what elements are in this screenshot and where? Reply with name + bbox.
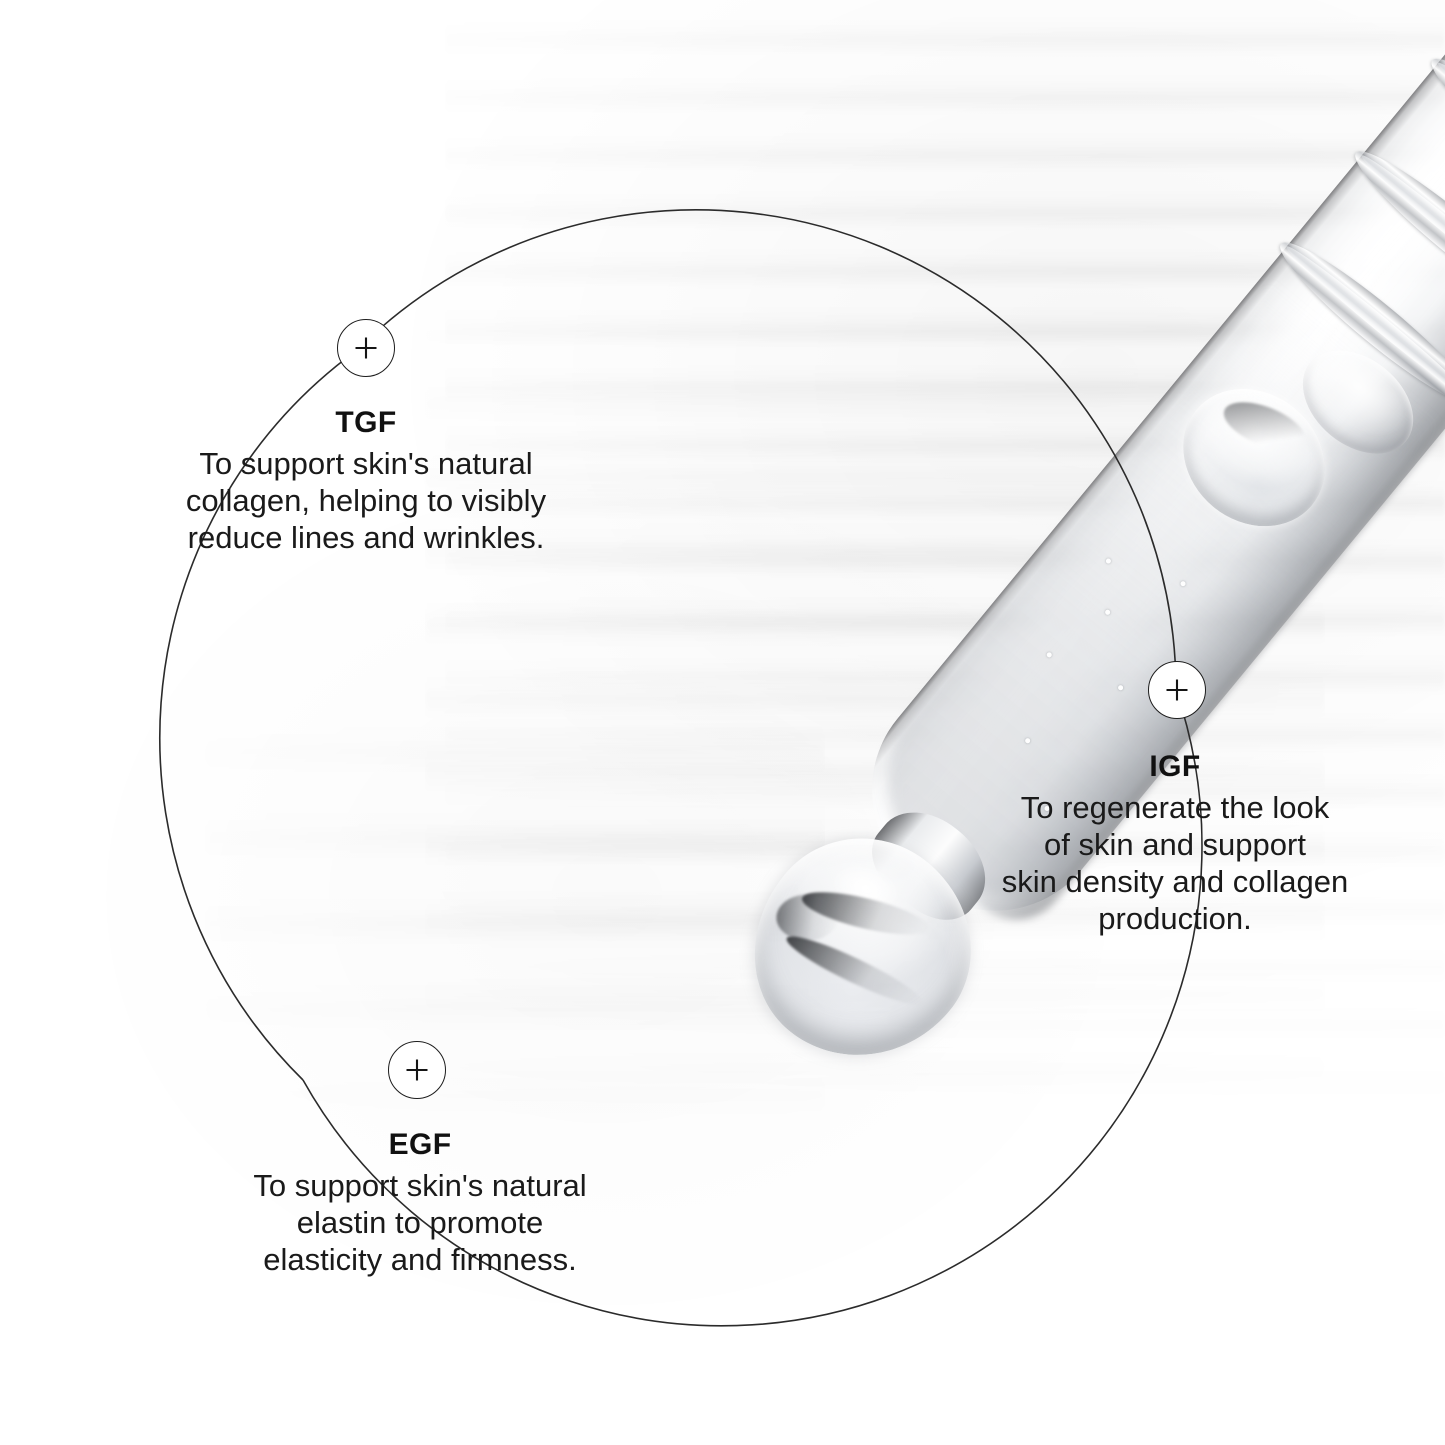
plus-icon <box>406 1059 428 1081</box>
plus-icon <box>1166 679 1188 701</box>
callout-text-igf: IGF To regenerate the look of skin and s… <box>960 750 1390 937</box>
droplet-refraction-band <box>798 883 932 944</box>
micro-bubble <box>1045 651 1053 659</box>
callout-text-egf: EGF To support skin's natural elastin to… <box>200 1128 640 1278</box>
micro-bubble <box>1117 684 1125 692</box>
callout-body-igf: To regenerate the look of skin and suppo… <box>1001 790 1349 936</box>
callout-text-tgf: TGF To support skin's natural collagen, … <box>146 406 586 556</box>
callout-body-egf: To support skin's natural elastin to pro… <box>253 1168 587 1277</box>
droplet-refraction-band <box>781 927 928 1014</box>
micro-bubble <box>1179 580 1187 588</box>
blur-streaks-lower-center <box>205 700 825 1120</box>
callout-badge-tgf[interactable] <box>337 319 395 377</box>
micro-bubble <box>1104 557 1112 565</box>
barrel-highlight <box>871 0 1445 865</box>
callout-heading-egf: EGF <box>388 1128 452 1161</box>
glass-rib-ring <box>1268 228 1445 419</box>
micro-bubble <box>1024 737 1032 745</box>
glass-rib-ring <box>1343 137 1445 328</box>
micro-bubble <box>1104 608 1112 616</box>
callout-body-tgf: To support skin's natural collagen, help… <box>185 446 547 555</box>
air-bubble-large <box>1155 360 1353 555</box>
air-bubble-small <box>1282 329 1434 475</box>
droplet-highlight <box>816 849 915 927</box>
glass-rib-ring <box>1419 44 1445 235</box>
callout-heading-igf: IGF <box>1149 750 1201 783</box>
callout-heading-tgf: TGF <box>335 406 397 439</box>
callout-badge-igf[interactable] <box>1148 661 1206 719</box>
callout-badge-egf[interactable] <box>388 1041 446 1099</box>
plus-icon <box>355 337 377 359</box>
droplet-refraction-band <box>776 894 839 941</box>
